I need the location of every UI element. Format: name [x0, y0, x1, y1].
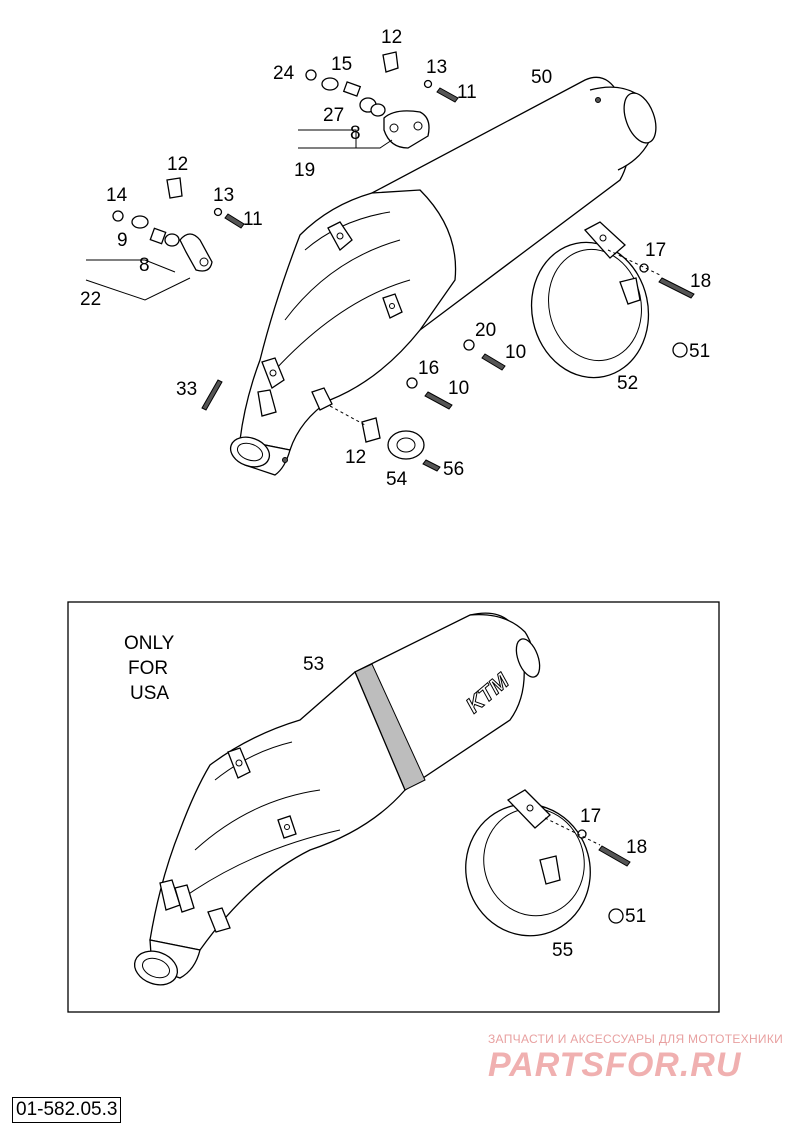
label-50: 50 — [531, 67, 552, 88]
label-13: 13 — [213, 185, 234, 206]
label-53: 53 — [303, 654, 324, 675]
label-56: 56 — [443, 459, 464, 480]
clamp-55 — [465, 789, 631, 937]
label-19: 19 — [294, 160, 315, 181]
watermark-subtitle: ЗАПЧАСТИ И АКСЕССУАРЫ ДЛЯ МОТОТЕХНИКИ — [488, 1032, 784, 1046]
label-17: 17 — [645, 240, 666, 261]
usa-note-line-1: ONLY — [124, 633, 175, 654]
muffler-50 — [229, 76, 657, 476]
label-52: 52 — [617, 373, 638, 394]
label-10: 10 — [448, 378, 469, 399]
label-16: 16 — [418, 358, 439, 379]
label-15: 15 — [331, 54, 352, 75]
label-13: 13 — [426, 57, 447, 78]
clamp-52 — [530, 221, 695, 379]
label-11: 11 — [243, 209, 263, 230]
label-55: 55 — [552, 940, 573, 961]
label-51: 51 — [689, 341, 710, 362]
label-20: 20 — [475, 320, 496, 341]
label-22: 22 — [80, 289, 101, 310]
label-18: 18 — [690, 271, 711, 292]
label-54: 54 — [386, 469, 408, 490]
label-12: 12 — [345, 447, 366, 468]
label-8: 8 — [139, 255, 150, 276]
label-27: 27 — [323, 105, 344, 126]
muffler-53: KTM — [133, 612, 541, 986]
usa-variant-box — [67, 601, 720, 1013]
label-12: 12 — [167, 154, 188, 175]
label-24: 24 — [273, 63, 295, 84]
fasteners-lower — [201, 339, 506, 472]
mount-bracket-19 — [298, 51, 459, 149]
label-9: 9 — [117, 230, 128, 251]
label-17: 17 — [580, 806, 601, 827]
label-18: 18 — [626, 837, 647, 858]
label-11: 11 — [457, 82, 477, 103]
usa-note-line-2: FOR — [128, 658, 168, 679]
label-8: 8 — [350, 123, 361, 144]
label-51: 51 — [625, 906, 646, 927]
label-12: 12 — [381, 27, 402, 48]
diagram-code: 01-582.05.3 — [12, 1097, 122, 1123]
label-14: 14 — [106, 185, 128, 206]
watermark-brand: PARTSFOR.RU — [488, 1046, 742, 1084]
label-10: 10 — [505, 342, 526, 363]
usa-note-line-3: USA — [130, 683, 169, 704]
label-33: 33 — [176, 379, 197, 400]
mount-bracket-22 — [85, 177, 245, 301]
